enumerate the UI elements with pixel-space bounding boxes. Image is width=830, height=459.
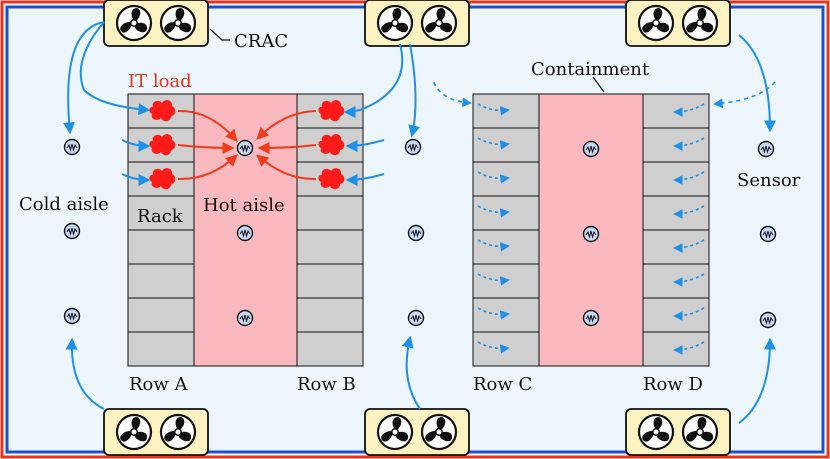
- row-c-label: Row C: [473, 374, 532, 395]
- row-d-label: Row D: [643, 374, 703, 395]
- sensor-icon: [759, 225, 777, 243]
- sensor-label: Sensor: [737, 170, 801, 191]
- sensor-icon: [759, 311, 777, 329]
- contained-airflow-arrows: [477, 103, 705, 355]
- crac-fan-icon: [626, 409, 730, 455]
- containment-airflow-arrows: [433, 81, 776, 109]
- containment-label: Containment: [531, 59, 650, 80]
- row-c-d-group: [472, 93, 710, 367]
- containment-leader-line: [592, 76, 605, 93]
- sensor-icon: [63, 222, 81, 240]
- hot-air-arrows: [177, 109, 317, 181]
- row-d-racks: [642, 93, 710, 367]
- rack-intake-arrows: [121, 139, 385, 186]
- row-b-label: Row B: [297, 374, 356, 395]
- row-b-racks: [296, 93, 364, 367]
- sensor-icon: [63, 138, 81, 156]
- crac-fan-icon: [365, 0, 469, 46]
- crac-fan-icon: [104, 0, 208, 46]
- crac-leader-line: [209, 28, 230, 41]
- crac-fan-icon: [626, 0, 730, 46]
- sensor-icon: [582, 140, 600, 158]
- row-a-racks: [127, 93, 195, 367]
- sensor-icon: [407, 309, 425, 327]
- sensor-icon: [63, 307, 81, 325]
- it-load-label: IT load: [128, 71, 192, 92]
- crac-label: CRAC: [234, 31, 288, 52]
- sensor-icon: [236, 224, 254, 242]
- cold-aisle-label: Cold aisle: [19, 194, 109, 215]
- rack-label: Rack: [137, 206, 184, 227]
- sensor-icon: [757, 140, 775, 158]
- sensor-icon: [236, 139, 254, 157]
- row-a-label: Row A: [129, 374, 189, 395]
- crac-airflow-arrows: [63, 21, 776, 424]
- sensor-icon: [407, 224, 425, 242]
- hot-aisle-label: Hot aisle: [203, 195, 285, 216]
- sensor-icon: [582, 225, 600, 243]
- sensor-icon: [236, 309, 254, 327]
- sensor-icon: [582, 309, 600, 327]
- sensor-icon: [404, 138, 422, 156]
- row-c-racks: [472, 93, 540, 367]
- crac-fan-icon: [365, 409, 469, 455]
- crac-fan-icon: [104, 409, 208, 455]
